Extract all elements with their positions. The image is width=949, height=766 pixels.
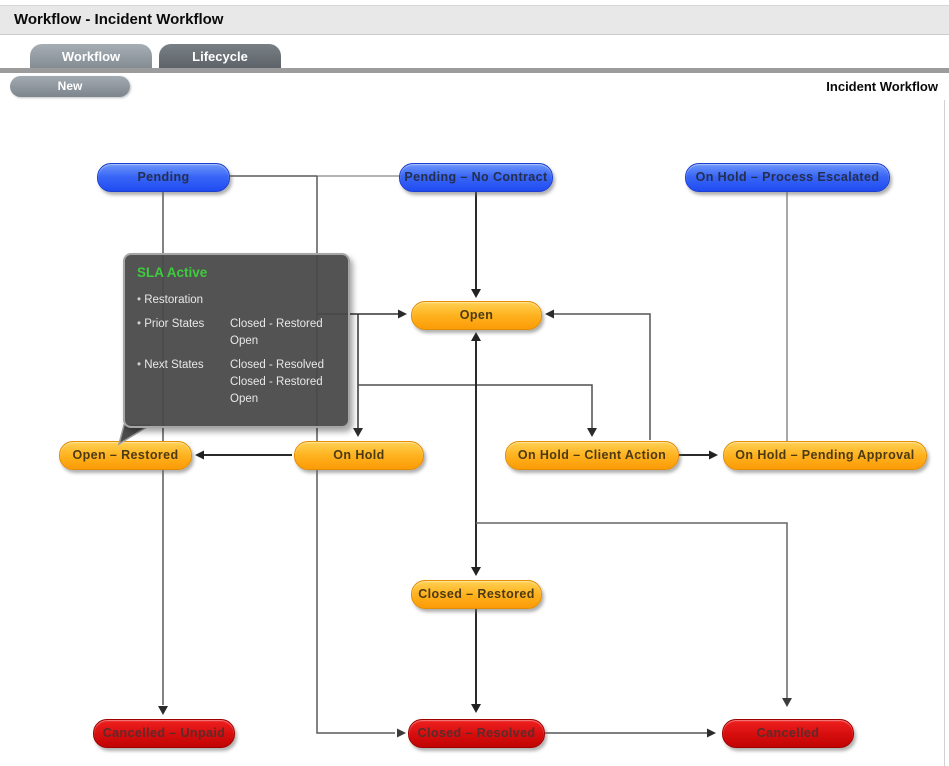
- node-closed-resolved[interactable]: Closed – Resolved: [408, 719, 545, 748]
- arrowhead-into-open-restored: [195, 450, 204, 460]
- tab-workflow[interactable]: Workflow: [30, 44, 152, 68]
- tab-lifecycle[interactable]: Lifecycle: [159, 44, 281, 68]
- arrowhead-into-on-hold: [353, 428, 363, 437]
- arrowhead-into-pending-approval: [709, 450, 718, 460]
- arrowhead-into-cancelled-unpaid: [158, 706, 168, 715]
- arrowhead-into-open-left: [398, 309, 407, 319]
- diagram-title: Incident Workflow: [826, 79, 938, 94]
- node-closed-restored[interactable]: Closed – Restored: [411, 580, 542, 609]
- node-on-hold-client-action[interactable]: On Hold – Client Action: [505, 441, 679, 470]
- arrowhead-into-open-top: [471, 289, 481, 298]
- tooltip-value: Open: [230, 393, 259, 405]
- tooltip-values: Closed - Restored Open: [230, 316, 323, 350]
- tooltip-values: Closed - Resolved Closed - Restored Open: [230, 357, 324, 408]
- tooltip-row-restoration: Restoration: [137, 292, 338, 309]
- tooltip-title: SLA Active: [137, 265, 208, 280]
- arrowhead-into-open-bottom: [471, 332, 481, 341]
- edge-branch-to-client-action: [358, 384, 593, 428]
- arrowhead-into-open-right: [545, 309, 554, 319]
- arrowhead-into-closed-resolved-left: [397, 728, 406, 738]
- node-pending[interactable]: Pending: [97, 163, 230, 192]
- edge-branch-to-cancelled: [476, 522, 788, 698]
- tooltip-value: Closed - Restored: [230, 376, 323, 388]
- new-button[interactable]: New: [10, 76, 130, 97]
- node-on-hold[interactable]: On Hold: [294, 441, 424, 470]
- node-cancelled[interactable]: Cancelled: [722, 719, 854, 748]
- node-cancelled-unpaid[interactable]: Cancelled – Unpaid: [93, 719, 235, 748]
- tooltip-value: Closed - Restored: [230, 318, 323, 330]
- tab-divider: [0, 68, 949, 73]
- node-open-restored[interactable]: Open – Restored: [59, 441, 192, 470]
- arrowhead-into-closed-restored-top: [471, 567, 481, 576]
- node-open[interactable]: Open: [411, 301, 542, 330]
- arrowhead-into-cancelled-top: [782, 698, 792, 707]
- tooltip-value: Open: [230, 335, 259, 347]
- tooltip-label: Prior States: [137, 316, 230, 350]
- arrowhead-into-client-action: [587, 428, 597, 437]
- tooltip-row-next-states: Next States Closed - Resolved Closed - R…: [137, 357, 338, 408]
- tooltip-label: Restoration: [137, 292, 230, 309]
- edge-client-action-to-open: [554, 313, 651, 440]
- node-pending-no-contract[interactable]: Pending – No Contract: [399, 163, 553, 192]
- tooltip-row-prior-states: Prior States Closed - Restored Open: [137, 316, 338, 350]
- window-titlebar: Workflow - Incident Workflow: [0, 5, 949, 35]
- tooltip-label: Next States: [137, 357, 230, 408]
- page-title: Workflow - Incident Workflow: [14, 11, 224, 28]
- arrowhead-into-cancelled-left: [707, 728, 716, 738]
- panel-right-border: [944, 100, 945, 766]
- tooltip-value: Closed - Resolved: [230, 359, 324, 371]
- node-on-hold-pending-approval[interactable]: On Hold – Pending Approval: [723, 441, 927, 470]
- arrowhead-into-closed-resolved-top: [471, 704, 481, 713]
- node-on-hold-process-escalated[interactable]: On Hold – Process Escalated: [685, 163, 890, 192]
- sla-tooltip: SLA Active Restoration Prior States Clos…: [123, 253, 350, 428]
